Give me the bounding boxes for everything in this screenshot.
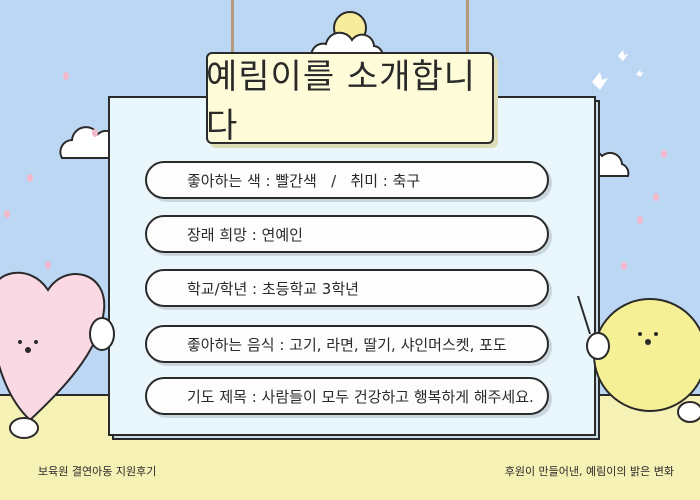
page-title: 예림이를 소개합니다: [206, 57, 477, 146]
title-plate: [206, 52, 494, 144]
yellow-character-icon: [577, 295, 700, 423]
info-item-dream: 장래 희망 : 연예인: [145, 215, 549, 253]
footer-right-caption: 후원이 만들어낸, 예림이의 밝은 변화: [504, 465, 674, 478]
petal-icon: [4, 72, 667, 270]
rope-left: [231, 0, 234, 60]
info-item-school: 학교/학년 : 초등학교 3학년: [145, 269, 549, 307]
heart-character-icon: [0, 271, 115, 439]
info-item-food: 좋아하는 음식 : 고기, 라면, 딸기, 샤인머스켓, 포도: [145, 325, 549, 363]
bird-icon: [592, 50, 644, 90]
footer-left-caption: 보육원 결연아동 지원후기: [38, 465, 157, 478]
info-item-color-hobby: 좋아하는 색 : 빨간색 / 취미 : 축구: [145, 161, 549, 199]
rope-right: [466, 0, 469, 60]
info-item-prayer: 기도 제목 : 사람들이 모두 건강하고 행복하게 해주세요.: [145, 377, 549, 415]
